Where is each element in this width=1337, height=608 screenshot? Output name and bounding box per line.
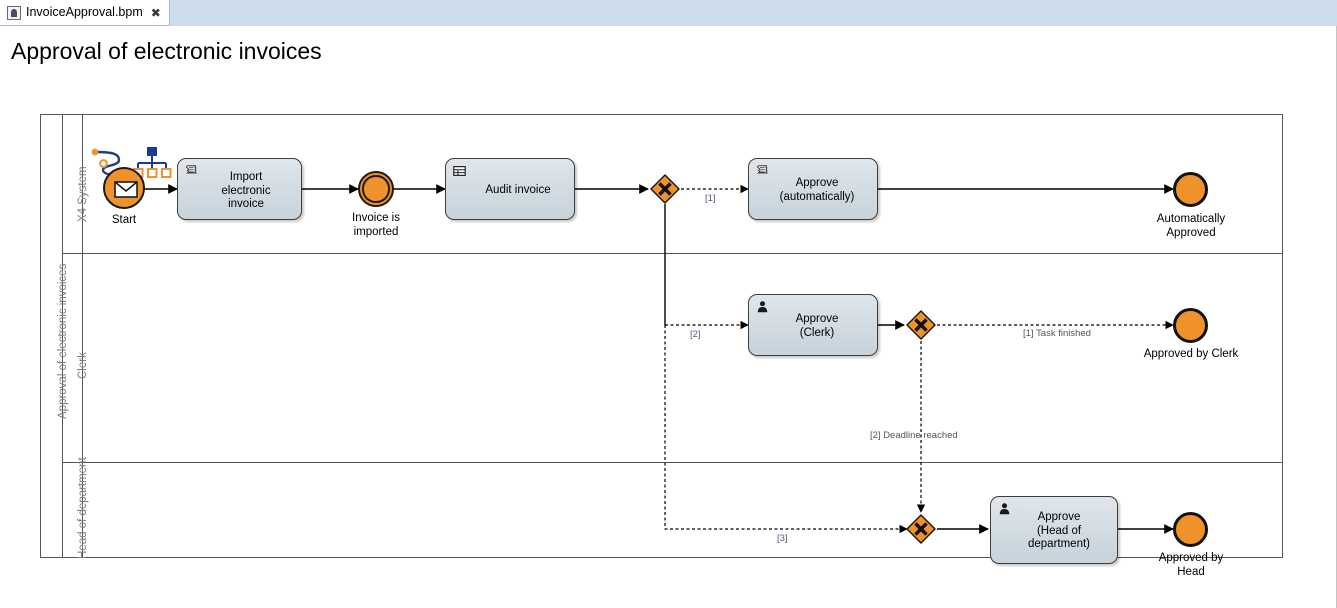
exclusive-gateway-1[interactable] [650, 174, 680, 204]
exclusive-gateway-3[interactable] [906, 514, 936, 544]
task-import-electronic-invoice[interactable]: Import electronic invoice [177, 158, 302, 220]
script-icon [756, 165, 769, 174]
script-icon [185, 165, 198, 174]
task-label-import-electronic-invoice: Import electronic invoice [221, 171, 271, 210]
end-event-automatically-approved[interactable] [1173, 172, 1208, 207]
flow-label-gw2-gw3: [2] Deadline reached [870, 430, 958, 441]
end-event-label-automatically-approved: Automatically Approved [1156, 213, 1226, 239]
page-title: Approval of electronic invoices [11, 38, 322, 64]
user-icon [999, 503, 1010, 515]
task-approve-head-of-department[interactable]: Approve (Head of department) [990, 496, 1118, 564]
intermediate-event-invoice-is-imported[interactable] [358, 171, 394, 207]
task-audit-invoice[interactable]: Audit invoice [445, 158, 575, 220]
flow-label-gw1-auto: [1] [705, 193, 716, 204]
user-icon [757, 301, 768, 313]
end-event-approved-by-clerk[interactable] [1173, 308, 1208, 343]
exclusive-gateway-2[interactable] [906, 310, 936, 340]
task-label-approve-automatically: Approve (automatically) [779, 177, 855, 203]
flow-gw1-gw3 [664, 325, 908, 534]
diagram-canvas[interactable]: Approval of electronic invoices Approval… [0, 26, 1337, 608]
editor-tab-bar: InvoiceApproval.bpm ✖ [0, 0, 1337, 27]
envelope-icon [114, 181, 138, 198]
start-event-start[interactable] [103, 167, 145, 209]
table-icon [453, 166, 466, 176]
x-icon [650, 174, 680, 204]
flow-label-gw1-clerk: [2] [690, 329, 701, 340]
flow-label-gw1-gw3: [3] [777, 533, 788, 544]
intermediate-event-label-invoice-is-imported: Invoice is imported [352, 212, 400, 238]
task-label-audit-invoice: Audit invoice [485, 184, 551, 196]
x-icon [906, 514, 936, 544]
start-event-label: Start [111, 214, 137, 226]
end-event-label-approved-by-head: Approved by Head [1158, 552, 1224, 578]
close-icon[interactable]: ✖ [150, 5, 161, 20]
task-approve-automatically[interactable]: Approve (automatically) [748, 158, 878, 220]
end-event-label-approved-by-clerk: Approved by Clerk [1143, 348, 1239, 360]
task-approve-clerk[interactable]: Approve (Clerk) [748, 294, 878, 356]
x-icon [906, 310, 936, 340]
sequence-flows [141, 184, 1174, 534]
bpmn-file-icon [7, 5, 21, 20]
task-label-approve-clerk: Approve (Clerk) [795, 313, 839, 339]
end-event-approved-by-head[interactable] [1173, 512, 1208, 547]
flow-label-gw2-endclerk: [1] Task finished [1023, 328, 1091, 339]
tab-invoiceapproval[interactable]: InvoiceApproval.bpm ✖ [0, 0, 170, 26]
tab-title: InvoiceApproval.bpm [26, 5, 143, 20]
pool-frame [40, 114, 1283, 558]
task-label-approve-head-of-department: Approve (Head of department) [1027, 511, 1090, 550]
bpmn-diagram[interactable]: Approval of electronic invoices X4 Syste… [40, 89, 1283, 578]
